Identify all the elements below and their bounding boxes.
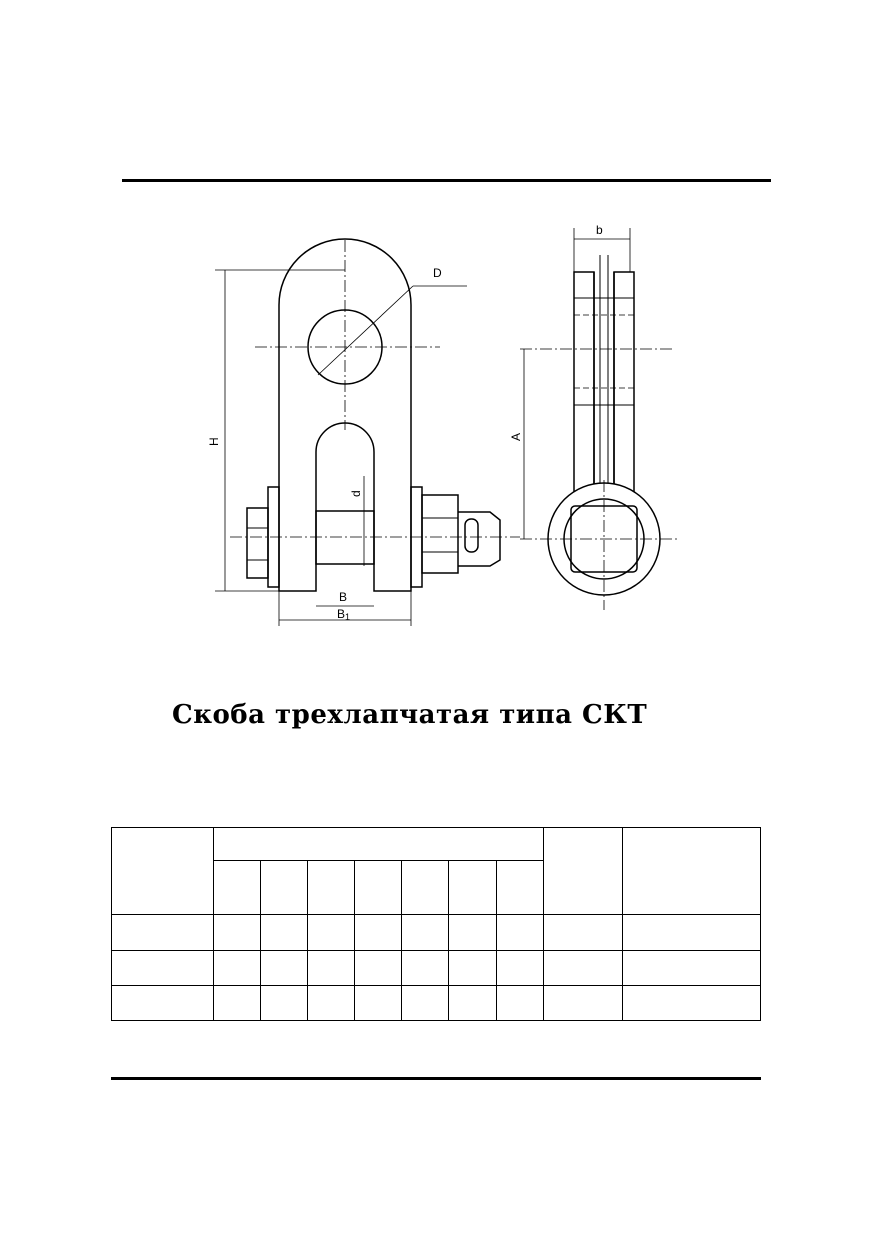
table-cell: [495, 984, 544, 1022]
table-cell: [354, 949, 403, 986]
table-cell: [307, 949, 356, 986]
table-cell: [401, 949, 450, 986]
table-cell: [354, 914, 403, 951]
subheader-cell: [260, 860, 309, 916]
header-cell-dimensions: [213, 826, 544, 862]
dim-label-B: B: [339, 590, 347, 604]
technical-drawing: D H d B B1 b A: [207, 223, 680, 626]
dim-label-D: D: [433, 266, 442, 280]
table-cell: [448, 914, 497, 951]
subheader-cell: [213, 860, 262, 916]
table-cell: [621, 949, 762, 986]
table-cell: [354, 984, 403, 1022]
table-row: [110, 949, 762, 986]
table-cell: [260, 984, 309, 1022]
table-cell: [448, 949, 497, 986]
dim-label-d: d: [349, 490, 363, 497]
dim-label-B1: B1: [337, 607, 350, 622]
table-cell: [401, 984, 450, 1022]
subheader-cell: [401, 860, 450, 916]
table-subheader-row: [112, 860, 761, 916]
table-cell: [307, 914, 356, 951]
table-row: [110, 984, 762, 1022]
front-view: [215, 238, 520, 626]
table-cell: [495, 914, 544, 951]
table-cell: [495, 949, 544, 986]
subheader-cell: [448, 860, 497, 916]
subheader-cell: [307, 860, 356, 916]
header-cell-load: [542, 826, 623, 916]
table-cell: [542, 914, 623, 951]
table-cell: [260, 949, 309, 986]
dim-label-b: b: [596, 223, 603, 237]
header-cell-mass: [621, 826, 762, 916]
dim-label-B1-main: B: [337, 607, 345, 621]
table-cell: [307, 984, 356, 1022]
spec-table: [110, 826, 762, 1022]
dim-label-B1-sub: 1: [345, 612, 350, 622]
table-cell: [260, 914, 309, 951]
page-title: Скоба трехлапчатая типа СКТ: [172, 700, 648, 730]
table-cell: [448, 984, 497, 1022]
table-header-row: [110, 826, 762, 916]
side-view: [520, 228, 680, 610]
table-cell: [621, 984, 762, 1022]
table-cell: [213, 914, 262, 951]
table-cell: [213, 949, 262, 986]
table-cell: [401, 914, 450, 951]
dim-label-H: H: [207, 437, 221, 446]
subheader-cell: [354, 860, 403, 916]
table-cell: [542, 984, 623, 1022]
table-cell: [110, 949, 215, 986]
top-rule: [122, 179, 771, 182]
table-cell: [621, 914, 762, 951]
subheader-cell: [495, 860, 544, 916]
table-cell: [542, 949, 623, 986]
table-cell: [110, 984, 215, 1022]
bottom-rule: [111, 1077, 761, 1080]
header-cell-mark: [110, 826, 215, 916]
table-cell: [110, 914, 215, 951]
table-cell: [213, 984, 262, 1022]
dim-label-A: A: [509, 433, 523, 441]
table-row: [110, 914, 762, 951]
